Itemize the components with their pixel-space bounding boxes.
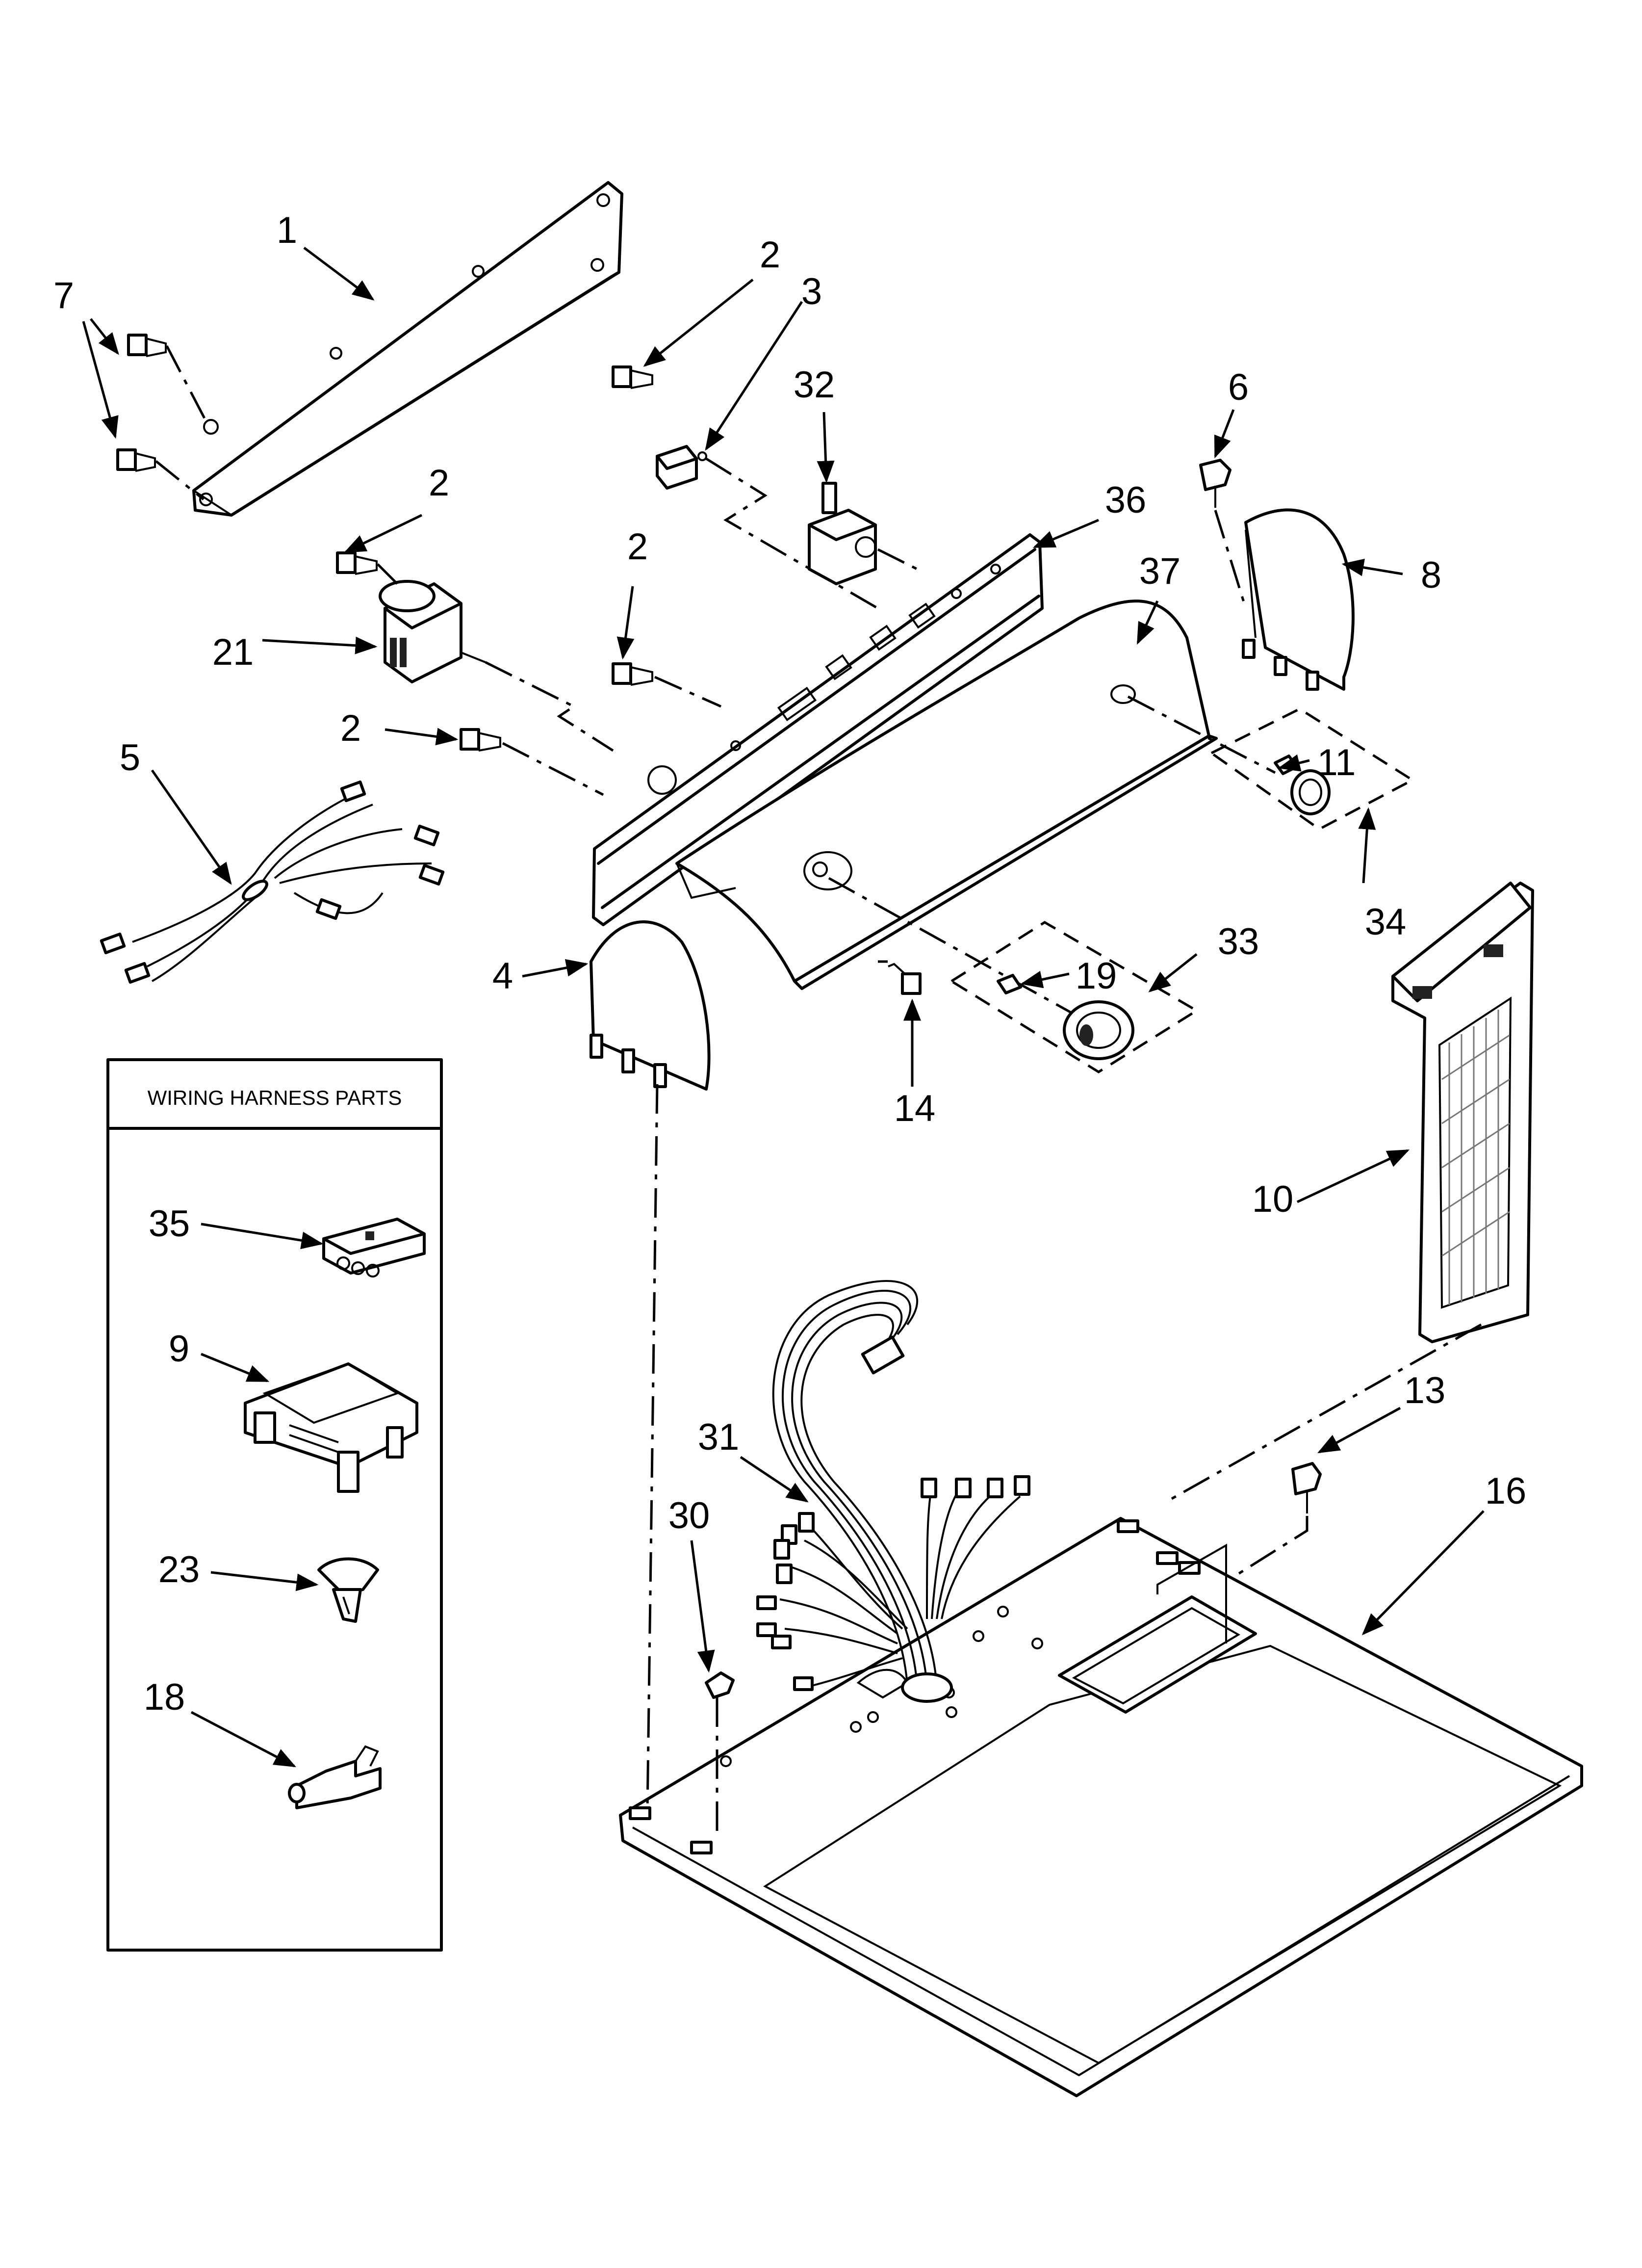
lint-screen-guide-line — [1166, 1323, 1482, 1503]
label-part-10: 10 — [1252, 1178, 1294, 1220]
label-part-6: 6 — [1228, 366, 1249, 408]
label-part-21: 21 — [212, 631, 254, 673]
screw-part-13 — [1220, 1462, 1322, 1586]
label-part-2-mid-left: 2 — [429, 462, 449, 504]
screw-part-2-mid-left — [336, 551, 398, 585]
label-part-23: 23 — [158, 1549, 200, 1590]
wire-harness-part-5 — [100, 780, 445, 984]
label-part-13: 13 — [1404, 1370, 1446, 1411]
screw-part-2-lower-left — [460, 728, 604, 796]
label-part-18: 18 — [144, 1676, 185, 1718]
screw-part-14 — [878, 960, 922, 995]
end-cap-part-4 — [590, 920, 711, 1091]
label-part-2-center: 2 — [627, 526, 648, 568]
label-part-35: 35 — [149, 1203, 190, 1245]
end-cap-guide-line — [646, 1084, 659, 1811]
label-part-32: 32 — [794, 364, 835, 406]
connector-part-9 — [244, 1362, 418, 1493]
main-harness-part-31 — [756, 1280, 1030, 1703]
end-cap-part-8 — [1214, 508, 1355, 691]
label-part-8: 8 — [1421, 554, 1441, 596]
screw-part-7-lower — [116, 448, 205, 500]
connector-part-35 — [322, 1218, 426, 1277]
terminal-part-18 — [288, 1745, 382, 1809]
label-part-33: 33 — [1218, 921, 1259, 963]
label-part-36: 36 — [1105, 479, 1147, 521]
screw-part-2-center — [612, 662, 722, 708]
label-part-1: 1 — [277, 209, 297, 251]
connector-part-3 — [656, 445, 879, 610]
screw-part-6 — [1199, 459, 1232, 508]
label-part-31: 31 — [698, 1416, 740, 1458]
knob-group-part-33 — [828, 877, 1199, 1073]
component-part-32 — [808, 482, 923, 585]
leader-lines — [82, 247, 1485, 1768]
label-part-11: 11 — [1317, 742, 1356, 783]
screw-part-7-upper — [127, 334, 210, 427]
wiring-box-title: WIRING HARNESS PARTS — [148, 1086, 402, 1109]
wiring-harness-box: WIRING HARNESS PARTS — [106, 1058, 443, 1952]
label-part-19: 19 — [1076, 955, 1117, 997]
top-panel-part-16 — [619, 1517, 1583, 2097]
control-console-part-36 — [592, 533, 1044, 926]
label-part-37: 37 — [1139, 550, 1181, 592]
label-part-2-lower-left: 2 — [340, 707, 361, 749]
top-panel-guide — [1156, 1543, 1227, 1643]
timer-part-21 — [379, 580, 614, 752]
label-part-14: 14 — [894, 1088, 936, 1129]
label-part-7: 7 — [53, 275, 74, 316]
label-part-9: 9 — [169, 1328, 189, 1370]
label-part-4: 4 — [492, 955, 513, 997]
screw-part-2-top — [612, 365, 653, 389]
back-panel-part-1 — [192, 181, 623, 517]
lint-screen-mesh — [1441, 1010, 1510, 1305]
label-part-30: 30 — [668, 1495, 710, 1537]
label-part-5: 5 — [120, 737, 140, 779]
part-labels: 1 7 2 3 32 2 2 21 2 36 37 6 8 11 34 5 4 … — [53, 209, 1526, 1718]
lint-screen-part-10 — [1391, 882, 1534, 1343]
label-part-2-top: 2 — [760, 234, 780, 276]
clip-part-30 — [705, 1671, 735, 1840]
clip-part-23 — [317, 1557, 379, 1623]
label-part-16: 16 — [1485, 1470, 1527, 1512]
console-top-part-37 — [675, 600, 1218, 990]
label-part-34: 34 — [1365, 901, 1407, 943]
label-part-3: 3 — [801, 271, 822, 313]
